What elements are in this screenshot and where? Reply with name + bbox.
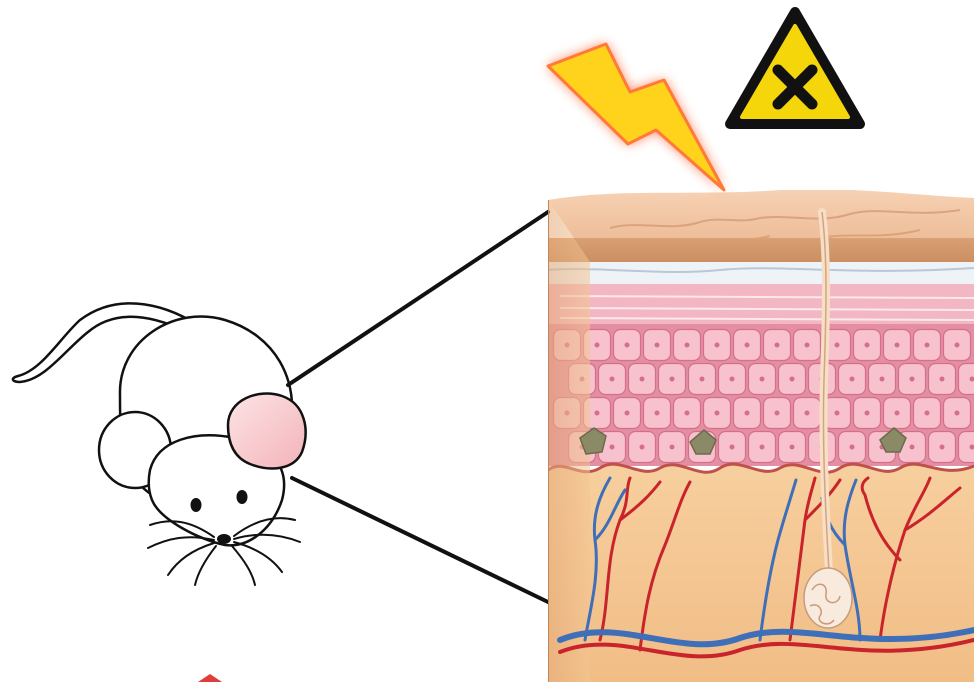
cell-nucleus xyxy=(610,445,615,450)
mouse-right-ear-highlight xyxy=(228,394,306,469)
cell-nucleus xyxy=(865,411,870,416)
cell-nucleus xyxy=(790,445,795,450)
cell-nucleus xyxy=(730,377,735,382)
zoom-line-bottom xyxy=(292,478,548,602)
cell-nucleus xyxy=(715,343,720,348)
mouse-right-eye xyxy=(237,490,248,504)
cell-nucleus xyxy=(610,377,615,382)
cell-nucleus xyxy=(670,445,675,450)
cell-nucleus xyxy=(865,343,870,348)
mouse-left-eye xyxy=(191,498,202,512)
lightning-bolt-icon xyxy=(548,44,724,190)
cell-nucleus xyxy=(835,411,840,416)
cell-nucleus xyxy=(775,411,780,416)
cell-nucleus xyxy=(790,377,795,382)
cell-nucleus xyxy=(625,343,630,348)
cell-nucleus xyxy=(745,411,750,416)
cell-nucleus xyxy=(625,411,630,416)
cell-nucleus xyxy=(835,343,840,348)
cell-nucleus xyxy=(745,343,750,348)
cell-nucleus xyxy=(775,343,780,348)
cell-nucleus xyxy=(805,411,810,416)
cell-nucleus xyxy=(850,445,855,450)
cell-nucleus xyxy=(940,377,945,382)
cell-nucleus xyxy=(730,445,735,450)
cell-nucleus xyxy=(925,343,930,348)
cell-nucleus xyxy=(895,411,900,416)
skin-stratum-corneum xyxy=(548,238,974,264)
cell-nucleus xyxy=(805,343,810,348)
cell-nucleus xyxy=(640,445,645,450)
cell-nucleus xyxy=(655,343,660,348)
cell-nucleus xyxy=(925,411,930,416)
cell-nucleus xyxy=(850,377,855,382)
cell-nucleus xyxy=(940,445,945,450)
cell-nucleus xyxy=(670,377,675,382)
cell-nucleus xyxy=(595,343,600,348)
cell-nucleus xyxy=(910,445,915,450)
skin-white-layer xyxy=(548,262,974,284)
cell-nucleus xyxy=(595,411,600,416)
cell-nucleus xyxy=(685,343,690,348)
irritant-hazard-icon xyxy=(730,12,860,124)
zoom-line-top xyxy=(288,212,548,385)
cell-nucleus xyxy=(655,411,660,416)
zoom-lines xyxy=(288,212,548,602)
sweat-gland xyxy=(804,568,852,628)
cell-nucleus xyxy=(760,445,765,450)
mouse-nose xyxy=(217,534,231,544)
cell-nucleus xyxy=(910,377,915,382)
cell-nucleus xyxy=(700,377,705,382)
mouse xyxy=(13,303,306,585)
skin-cross-section xyxy=(548,189,974,682)
cell-nucleus xyxy=(715,411,720,416)
cell-nucleus xyxy=(880,377,885,382)
cell-nucleus xyxy=(955,411,960,416)
cell-nucleus xyxy=(895,343,900,348)
cell-nucleus xyxy=(685,411,690,416)
partial-arrow-mark xyxy=(198,674,222,682)
cell-nucleus xyxy=(640,377,645,382)
cell-nucleus xyxy=(955,343,960,348)
cell-nucleus xyxy=(760,377,765,382)
